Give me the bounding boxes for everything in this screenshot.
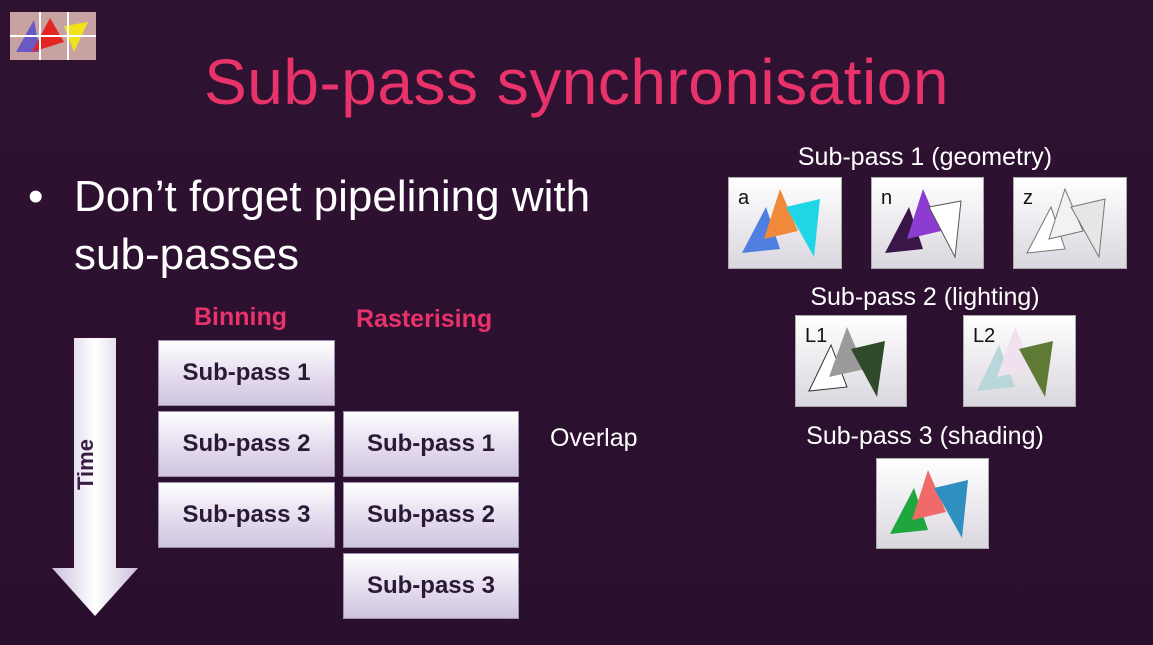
depth-tile-label: z	[1023, 187, 1033, 209]
albedo-tile: a	[728, 177, 842, 269]
shading-triangles-icon	[890, 470, 968, 538]
binning-header: Binning	[194, 303, 288, 331]
geometry-label: Sub-pass 1 (geometry)	[797, 143, 1053, 171]
time-label: Time	[73, 439, 98, 490]
normal-triangles-icon	[885, 189, 962, 259]
light1-tile: L1	[795, 315, 907, 407]
rasterising-subpass-3: Sub-pass 3	[343, 553, 519, 619]
shading-tile	[876, 458, 989, 549]
shading-label: Sub-pass 3 (shading)	[806, 422, 1044, 450]
light2-triangles-icon	[977, 327, 1053, 397]
light1-triangles-icon	[808, 327, 885, 397]
rasterising-subpass-1: Sub-pass 1	[343, 411, 519, 477]
time-arrow-icon	[52, 338, 138, 616]
page-title: Sub-pass synchronisation	[204, 46, 949, 118]
light1-tile-label: L1	[805, 325, 828, 347]
bullet-text: Don’t forget pipelining with sub-passes	[74, 172, 591, 279]
logo-icon	[10, 12, 96, 60]
normal-tile-label: n	[881, 187, 893, 209]
rasterising-header: Rasterising	[356, 305, 493, 333]
depth-triangles-icon	[1026, 187, 1106, 259]
binning-subpass-3: Sub-pass 3	[158, 482, 335, 548]
binning-subpass-1: Sub-pass 1	[158, 340, 335, 406]
rasterising-subpass-2: Sub-pass 2	[343, 482, 519, 548]
albedo-tile-label: a	[738, 187, 750, 209]
lighting-label: Sub-pass 2 (lighting)	[810, 283, 1040, 311]
overlap-label: Overlap	[550, 424, 638, 452]
normal-tile: n	[871, 177, 984, 269]
binning-subpass-2: Sub-pass 2	[158, 411, 335, 477]
albedo-triangles-icon	[742, 189, 820, 257]
light2-tile: L2	[963, 315, 1076, 407]
depth-tile: z	[1013, 177, 1127, 269]
light2-tile-label: L2	[973, 325, 996, 347]
bullet-dot: •	[28, 172, 44, 221]
